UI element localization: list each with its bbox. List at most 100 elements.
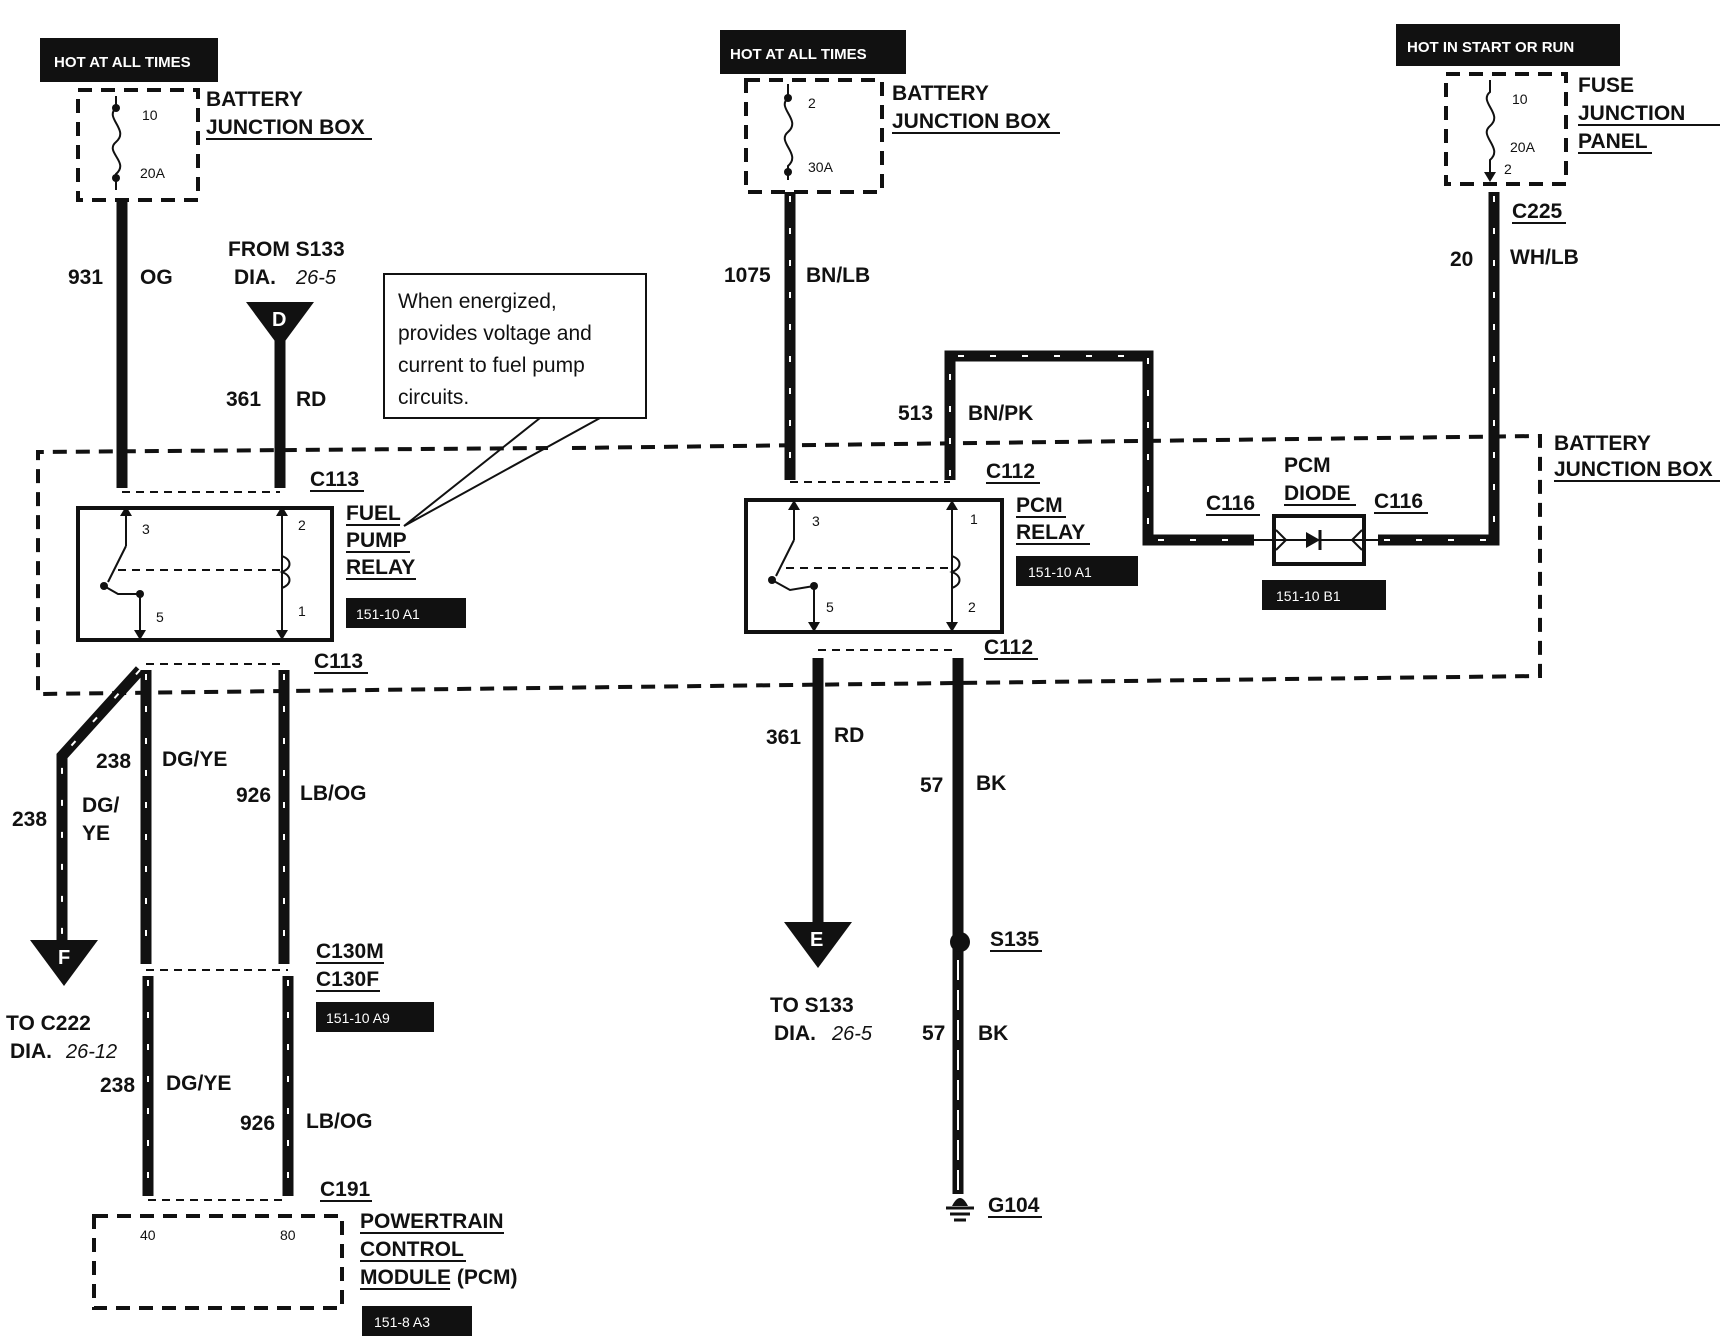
pcm-label-1: POWERTRAIN (360, 1210, 504, 1233)
svg-text:3: 3 (142, 521, 150, 537)
label-931-circuit: 931 (68, 266, 103, 289)
svg-text:1: 1 (970, 511, 978, 527)
label-238-f-circuit: 238 (12, 808, 47, 831)
connector-c116-right: C116 (1374, 490, 1423, 513)
svg-text:2: 2 (1504, 161, 1512, 177)
offpage-connector-d: D (246, 302, 314, 348)
from-s133-dia: DIA. (234, 266, 276, 289)
svg-text:2: 2 (968, 599, 976, 615)
svg-text:151-8 A3: 151-8 A3 (374, 1314, 430, 1330)
connector-c112-top: C112 (986, 460, 1035, 483)
fuse-right-name-3: PANEL (1578, 130, 1648, 153)
label-238-b-circuit: 238 (100, 1074, 135, 1097)
svg-text:D: D (272, 309, 286, 331)
svg-text:HOT AT ALL TIMES: HOT AT ALL TIMES (730, 46, 867, 63)
pcm-relay-ref: 151-10 A1 (1016, 556, 1138, 586)
svg-text:2: 2 (298, 517, 306, 533)
bjb-label-2: JUNCTION BOX (1554, 458, 1713, 481)
svg-text:10: 10 (1512, 91, 1528, 107)
pcm-label-2: CONTROL (360, 1238, 464, 1261)
label-238-a-color: DG/YE (162, 748, 227, 771)
pcm-diode-label-2: DIODE (1284, 482, 1351, 505)
wire-513 (944, 350, 1254, 546)
connector-c191: C191 (320, 1178, 371, 1201)
label-361-top-color: RD (296, 388, 326, 411)
to-s133-ref: 26-5 (831, 1023, 873, 1045)
fuel-pump-relay-label-1: FUEL (346, 502, 401, 525)
svg-text:provides voltage and: provides voltage and (398, 322, 592, 345)
label-238-a-circuit: 238 (96, 750, 131, 773)
svg-text:40: 40 (140, 1227, 156, 1243)
fuse-left: 10 20A (76, 88, 200, 202)
fuse-left-name-2: JUNCTION BOX (206, 116, 365, 139)
fuse-right-name-2: JUNCTION (1578, 102, 1685, 125)
ground-g104 (946, 1198, 974, 1222)
pcm-label-3: MODULE (PCM) (360, 1266, 517, 1289)
hot-tag-right: HOT IN START OR RUN (1396, 24, 1620, 66)
svg-text:151-10 B1: 151-10 B1 (1276, 588, 1341, 604)
svg-text:5: 5 (156, 609, 164, 625)
connector-c116-left: C116 (1206, 492, 1255, 515)
label-926-a-circuit: 926 (236, 784, 271, 807)
offpage-connector-f: F (30, 940, 98, 986)
fuse-right-name-1: FUSE (1578, 74, 1634, 97)
label-57-b-color: BK (978, 1022, 1008, 1045)
svg-text:20A: 20A (1510, 139, 1536, 155)
fuse-left-name-1: BATTERY (206, 88, 303, 111)
svg-text:3: 3 (812, 513, 820, 529)
svg-text:HOT IN START OR RUN: HOT IN START OR RUN (1407, 39, 1574, 56)
label-57-a-color: BK (976, 772, 1006, 795)
label-361-bottom-circuit: 361 (766, 726, 801, 749)
connector-c130m: C130M (316, 940, 384, 963)
pcm-diode (1254, 514, 1378, 566)
to-s133-line1: TO S133 (770, 994, 854, 1017)
svg-text:151-10 A1: 151-10 A1 (1028, 564, 1092, 580)
label-926-b-circuit: 926 (240, 1112, 275, 1135)
fuel-pump-relay-label-3: RELAY (346, 556, 415, 579)
label-238-f-color-1: DG/ (82, 794, 120, 817)
connector-c225: C225 (1512, 200, 1563, 223)
g104-label: G104 (988, 1194, 1040, 1217)
svg-text:30A: 30A (808, 159, 834, 175)
offpage-connector-e: E (784, 922, 852, 968)
to-c222-ref: 26-12 (65, 1041, 117, 1063)
pcm-relay: 3 1 5 2 (744, 498, 1004, 634)
fuse-middle-name-2: JUNCTION BOX (892, 110, 1051, 133)
wire-238-f (56, 666, 145, 946)
svg-text:151-10 A1: 151-10 A1 (356, 606, 420, 622)
fuel-pump-relay-label-2: PUMP (346, 529, 407, 552)
label-361-bottom-color: RD (834, 724, 864, 747)
c130-ref: 151-10 A9 (316, 1002, 434, 1032)
from-s133-line1: FROM S133 (228, 238, 345, 261)
svg-text:E: E (810, 929, 823, 951)
svg-text:10: 10 (142, 107, 158, 123)
fuel-pump-relay: 3 2 5 1 (76, 506, 334, 642)
svg-text:20A: 20A (140, 165, 166, 181)
svg-text:5: 5 (826, 599, 834, 615)
to-s133-dia: DIA. (774, 1022, 816, 1045)
connector-c130f: C130F (316, 968, 379, 991)
label-1075-color: BN/LB (806, 264, 870, 287)
fuse-middle-name-1: BATTERY (892, 82, 989, 105)
label-57-a-circuit: 57 (920, 774, 943, 797)
pcm-relay-label-1: PCM (1016, 494, 1063, 517)
to-c222-dia: DIA. (10, 1040, 52, 1063)
label-238-b-color: DG/YE (166, 1072, 231, 1095)
label-926-b-color: LB/OG (306, 1110, 373, 1133)
pcm-relay-label-2: RELAY (1016, 521, 1085, 544)
label-238-f-color-2: YE (82, 822, 110, 845)
label-1075-circuit: 1075 (724, 264, 771, 287)
hot-tag-middle: HOT AT ALL TIMES (720, 30, 906, 74)
label-513-circuit: 513 (898, 402, 933, 425)
note-callout: When energized, provides voltage and cur… (383, 273, 647, 527)
from-s133-ref: 26-5 (295, 267, 337, 289)
label-926-a-color: LB/OG (300, 782, 367, 805)
svg-text:HOT AT ALL TIMES: HOT AT ALL TIMES (54, 54, 191, 71)
fuse-middle: 2 30A (744, 78, 884, 194)
pcm-diode-ref: 151-10 B1 (1262, 580, 1386, 610)
pcm-diode-label-1: PCM (1284, 454, 1331, 477)
label-513-color: BN/PK (968, 402, 1033, 425)
label-361-top-circuit: 361 (226, 388, 261, 411)
wire-20 (1378, 192, 1500, 546)
